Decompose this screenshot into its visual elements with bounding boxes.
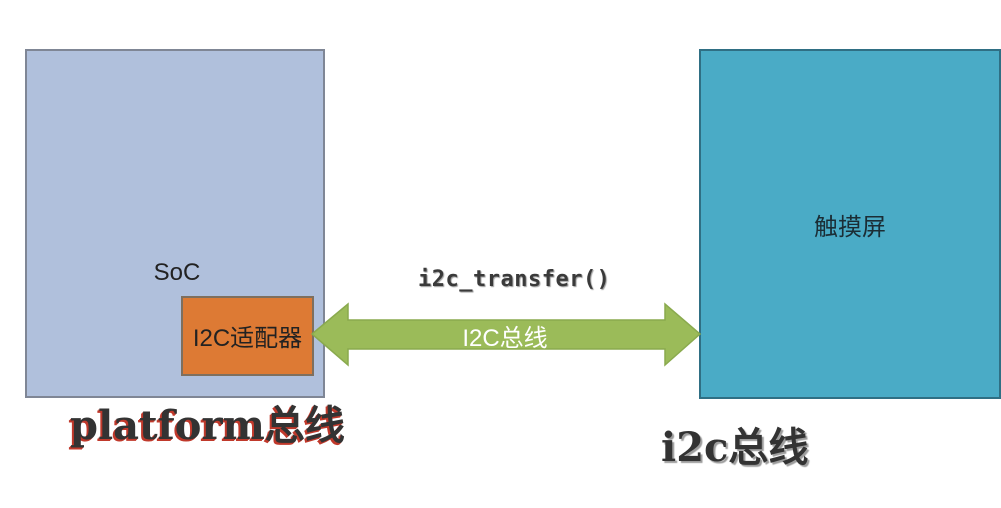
touchscreen-label: 触摸屏 [814,214,886,241]
i2c-adapter-block [181,296,314,376]
i2c-bus-label: I2C总线 [462,325,548,352]
i2c-bus-caption: i2c总线 [661,424,809,471]
platform-bus-label: platform总线 [70,402,345,449]
touchscreen-block [699,49,1001,399]
i2c-transfer-function-label: i2c_transfer() [418,267,611,292]
i2c-bus-arrow-shape [310,302,702,367]
i2c-adapter-label: I2C适配器 [192,325,303,352]
i2c-bus-arrow [310,302,702,367]
soc-label: SoC [153,259,201,286]
soc-block: SoC [25,49,325,398]
